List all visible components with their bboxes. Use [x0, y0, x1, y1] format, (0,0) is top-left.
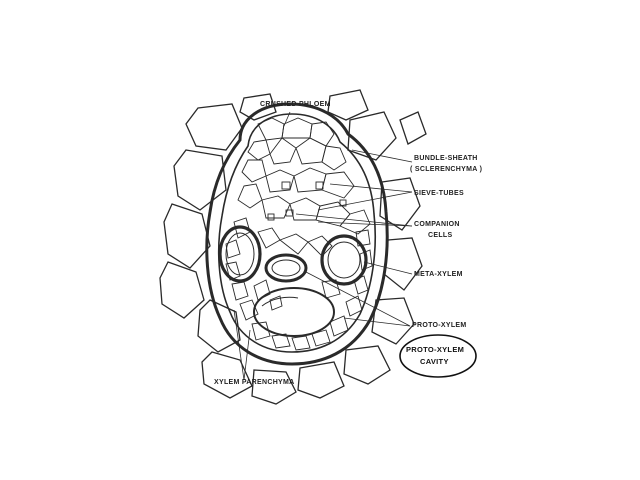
parenchyma-cell: [297, 361, 345, 399]
parenchyma-cell: [163, 203, 211, 269]
parenchyma-cell: [383, 237, 423, 291]
label-cells: CELLS: [428, 232, 452, 239]
label-proto-xylem-cavity: PROTO-XYLEM: [406, 345, 464, 354]
parenchyma-cell: [173, 149, 227, 211]
meta-xylem-left: [218, 225, 262, 283]
label-companion: COMPANION: [414, 221, 460, 228]
parenchyma-cell: [399, 111, 427, 145]
parenchyma-cell: [347, 111, 397, 161]
label-bundle-sheath: BUNDLE-SHEATH: [414, 155, 478, 162]
parenchyma-cell: [201, 351, 253, 399]
ground-parenchyma-cells: [159, 89, 427, 405]
proto-xylem-vessel: [264, 253, 308, 283]
parenchyma-cell: [327, 89, 369, 121]
label-meta-xylem: META-XYLEM: [414, 271, 463, 278]
bundle-sheath: [205, 102, 389, 366]
labels: CRUSHED PHLOEM BUNDLE-SHEATH ( SCLERENCH…: [214, 101, 482, 386]
parenchyma-cell: [371, 297, 415, 345]
parenchyma-cell: [239, 93, 277, 121]
cell-network: [225, 117, 373, 351]
highlight-ring: [399, 334, 477, 378]
parenchyma-cell: [185, 103, 243, 151]
parenchyma-cell: [197, 299, 241, 353]
meta-xylem-right: [320, 234, 368, 286]
label-sieve-tubes: SIEVE-TUBES: [414, 190, 464, 197]
parenchyma-cell: [251, 369, 297, 405]
leader-lines: [233, 111, 413, 381]
label-xylem-parenchyma: XYLEM PARENCHYMA: [214, 379, 295, 386]
proto-xylem-cavity: [253, 287, 335, 337]
label-cavity: CAVITY: [420, 357, 449, 366]
label-crushed-phloem: CRUSHED PHLOEM: [260, 101, 331, 108]
parenchyma-cell: [159, 261, 205, 319]
meta-xylem-vessels: [218, 225, 368, 286]
parenchyma-cell: [379, 177, 421, 231]
label-proto-xylem: PROTO-XYLEM: [412, 322, 467, 329]
label-sclerenchyma: ( SCLERENCHYMA ): [410, 166, 482, 173]
parenchyma-cell: [343, 345, 391, 385]
